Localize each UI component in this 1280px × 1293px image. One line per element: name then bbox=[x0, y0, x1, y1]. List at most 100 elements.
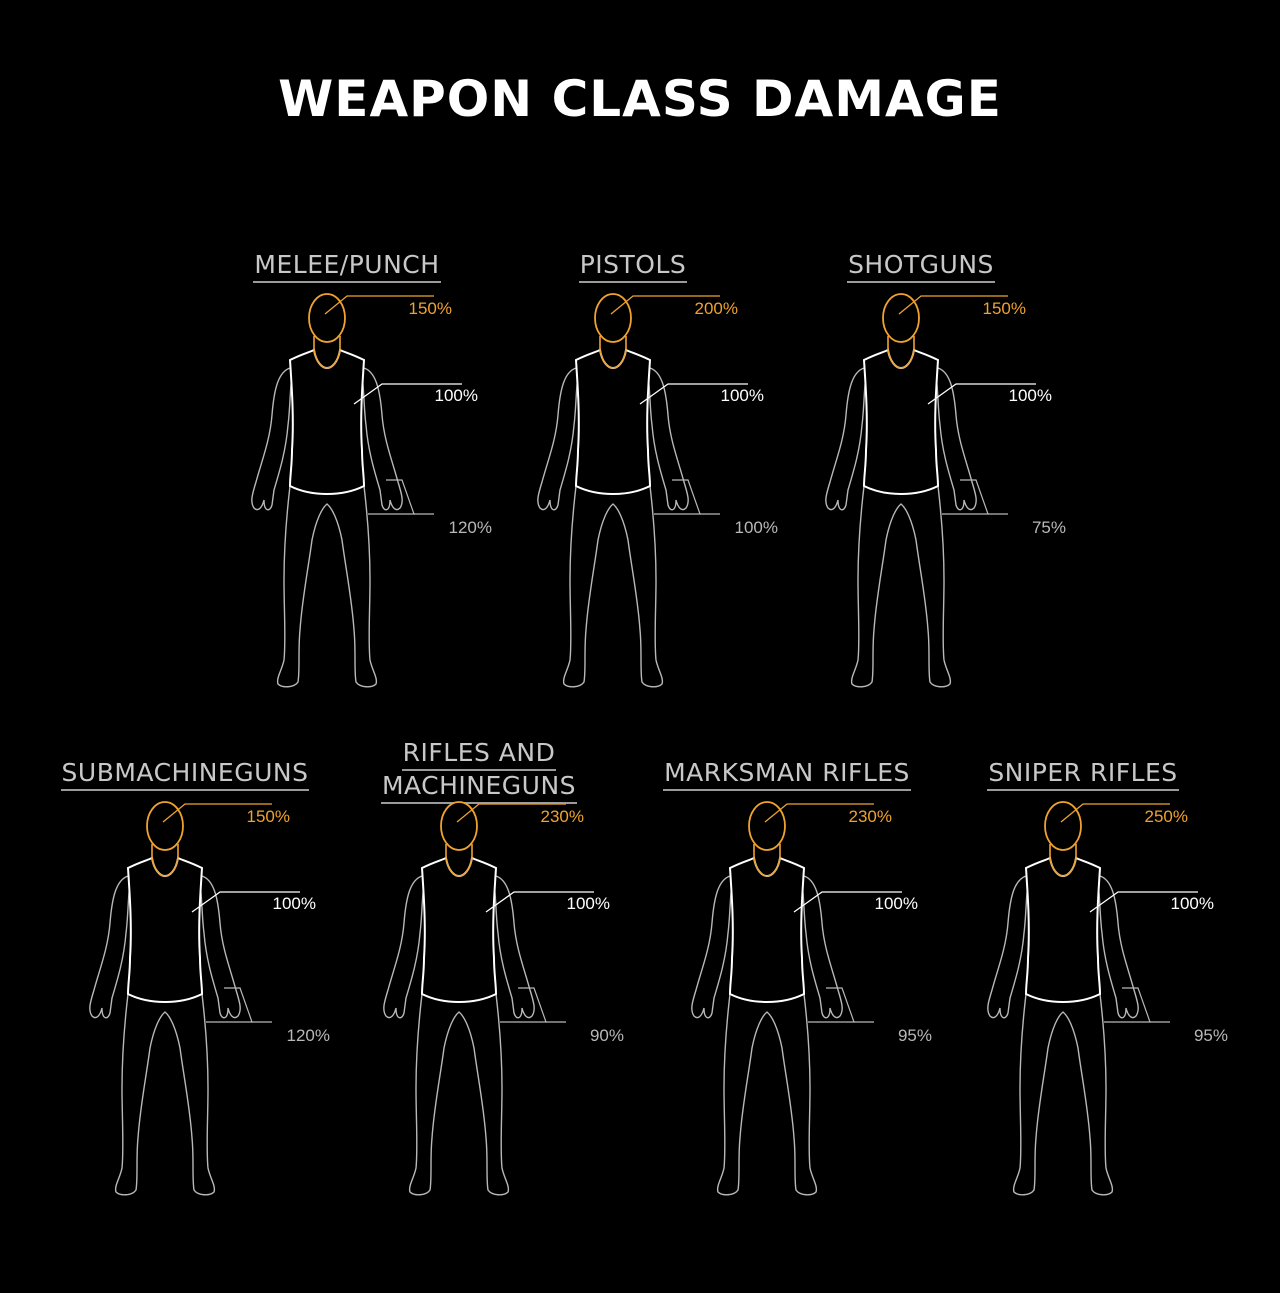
head-damage-value: 250% bbox=[1144, 807, 1188, 826]
torso-damage-value: 100% bbox=[272, 894, 316, 913]
limbs-leader-line bbox=[654, 479, 701, 515]
head-outline bbox=[440, 801, 478, 851]
neck-outline bbox=[1049, 844, 1077, 877]
torso-outline bbox=[574, 348, 652, 496]
torso-damage-value: 100% bbox=[1008, 386, 1052, 405]
neck-outline bbox=[445, 844, 473, 877]
weapon-class-name-line: MARKSMAN RIFLES bbox=[663, 758, 911, 791]
limbs-leader-line bbox=[808, 987, 855, 1023]
head-damage-value: 150% bbox=[982, 299, 1026, 318]
limbs-damage-value: 95% bbox=[897, 1026, 932, 1045]
body-figure bbox=[825, 293, 1036, 688]
weapon-class-name-line: PISTOLS bbox=[578, 250, 688, 283]
body-figure bbox=[691, 801, 902, 1196]
weapon-class-name-line: SHOTGUNS bbox=[847, 250, 995, 283]
limbs-damage-value: 100% bbox=[734, 518, 778, 537]
head-leader-line bbox=[610, 295, 720, 315]
weapon-class-panel: SHOTGUNS 150% 100% 75% bbox=[786, 250, 1066, 720]
weapon-class-name-line: SNIPER RIFLES bbox=[987, 758, 1179, 791]
limbs-damage-value: 75% bbox=[1031, 518, 1066, 537]
head-outline bbox=[882, 293, 920, 343]
left-arm-outline bbox=[383, 875, 425, 1019]
body-figure bbox=[251, 293, 462, 688]
limbs-leader-line bbox=[500, 987, 547, 1023]
head-damage-value: 150% bbox=[246, 807, 290, 826]
left-arm-outline bbox=[89, 875, 131, 1019]
head-outline bbox=[146, 801, 184, 851]
page-title: WEAPON CLASS DAMAGE bbox=[278, 70, 1002, 128]
torso-outline bbox=[1024, 856, 1102, 1004]
weapon-class-name-line1: RIFLES AND bbox=[401, 738, 557, 771]
limbs-damage-value: 90% bbox=[589, 1026, 624, 1045]
head-outline bbox=[748, 801, 786, 851]
weapon-class-name: SHOTGUNS bbox=[786, 250, 1056, 283]
neck-outline bbox=[753, 844, 781, 877]
legs-outline bbox=[1012, 993, 1114, 1196]
head-damage-value: 230% bbox=[540, 807, 584, 826]
torso-outline bbox=[728, 856, 806, 1004]
head-leader-line bbox=[456, 803, 566, 823]
torso-damage-value: 100% bbox=[1170, 894, 1214, 913]
weapon-class-name: MARKSMAN RIFLES bbox=[652, 758, 922, 791]
head-leader-line bbox=[162, 803, 272, 823]
torso-leader-line bbox=[485, 891, 594, 913]
torso-damage-value: 100% bbox=[874, 894, 918, 913]
weapon-class-panel: SNIPER RIFLES 250% 100% 95% bbox=[948, 758, 1228, 1228]
right-arm-outline bbox=[935, 367, 977, 511]
body-figure bbox=[383, 801, 594, 1196]
neck-outline bbox=[887, 336, 915, 369]
torso-damage-value: 100% bbox=[434, 386, 478, 405]
body-figure bbox=[89, 801, 300, 1196]
legs-outline bbox=[276, 485, 378, 688]
head-leader-line bbox=[1060, 803, 1170, 823]
head-damage-value: 230% bbox=[848, 807, 892, 826]
head-outline bbox=[1044, 801, 1082, 851]
torso-leader-line bbox=[353, 383, 462, 405]
limbs-leader-line bbox=[368, 479, 415, 515]
torso-leader-line bbox=[191, 891, 300, 913]
torso-leader-line bbox=[639, 383, 748, 405]
head-leader-line bbox=[324, 295, 434, 315]
weapon-class-name: MELEE/PUNCH bbox=[212, 250, 482, 283]
body-figure bbox=[987, 801, 1198, 1196]
torso-leader-line bbox=[1089, 891, 1198, 913]
limbs-damage-value: 95% bbox=[1193, 1026, 1228, 1045]
limbs-damage-value: 120% bbox=[286, 1026, 330, 1045]
weapon-class-name: SUBMACHINEGUNS bbox=[50, 758, 320, 791]
right-arm-outline bbox=[1097, 875, 1139, 1019]
legs-outline bbox=[716, 993, 818, 1196]
head-damage-value: 150% bbox=[408, 299, 452, 318]
right-arm-outline bbox=[361, 367, 403, 511]
left-arm-outline bbox=[537, 367, 579, 511]
weapon-class-name-line: SUBMACHINEGUNS bbox=[60, 758, 310, 791]
torso-outline bbox=[420, 856, 498, 1004]
left-arm-outline bbox=[987, 875, 1029, 1019]
torso-damage-value: 100% bbox=[566, 894, 610, 913]
legs-outline bbox=[850, 485, 952, 688]
right-arm-outline bbox=[647, 367, 689, 511]
torso-leader-line bbox=[927, 383, 1036, 405]
neck-outline bbox=[313, 336, 341, 369]
head-outline bbox=[308, 293, 346, 343]
weapon-class-panel: SUBMACHINEGUNS 150% 100% 120% bbox=[50, 758, 330, 1228]
head-leader-line bbox=[764, 803, 874, 823]
torso-outline bbox=[288, 348, 366, 496]
left-arm-outline bbox=[825, 367, 867, 511]
limbs-leader-line bbox=[1104, 987, 1151, 1023]
right-arm-outline bbox=[199, 875, 241, 1019]
weapon-class-name: PISTOLS bbox=[498, 250, 768, 283]
head-outline bbox=[594, 293, 632, 343]
legs-outline bbox=[562, 485, 664, 688]
right-arm-outline bbox=[493, 875, 535, 1019]
neck-outline bbox=[599, 336, 627, 369]
body-figure bbox=[537, 293, 748, 688]
head-leader-line bbox=[898, 295, 1008, 315]
legs-outline bbox=[114, 993, 216, 1196]
limbs-leader-line bbox=[942, 479, 989, 515]
weapon-class-name-line: MELEE/PUNCH bbox=[253, 250, 441, 283]
right-arm-outline bbox=[801, 875, 843, 1019]
